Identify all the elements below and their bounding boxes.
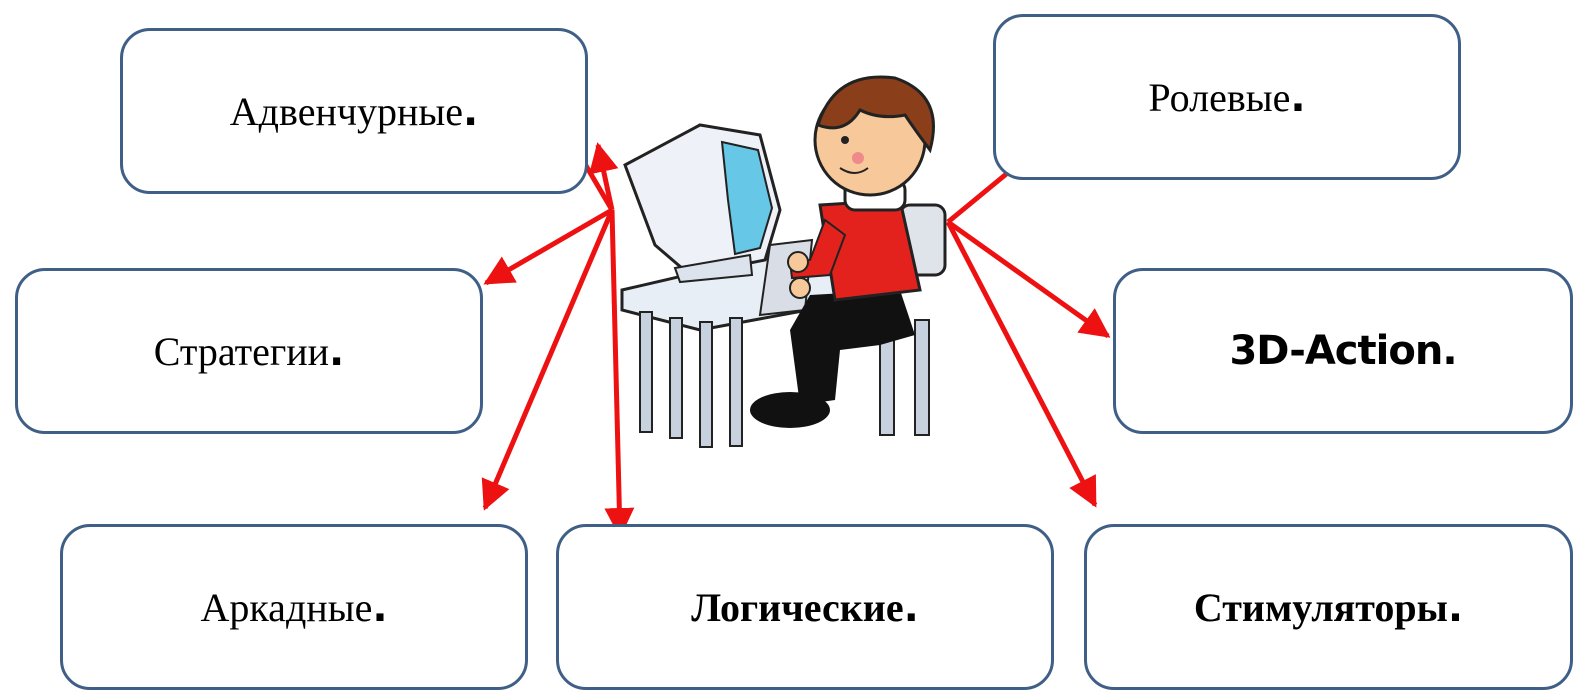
arrow-to-adventure-2 [589,142,619,211]
category-label: Логические. [691,584,919,631]
category-label: Аркадные. [200,584,388,631]
category-box-logic: Логические. [556,524,1054,690]
category-label: 3D-Action. [1229,328,1457,374]
arrow-to-arcade [481,209,615,511]
arrow-to-strategy [483,207,614,286]
category-label: Ролевые. [1148,74,1306,121]
category-label: Стратегии. [153,328,345,375]
category-label: Стимуляторы. [1193,584,1464,631]
category-box-3d-action: 3D-Action. [1113,268,1573,434]
category-box-arcade: Аркадные. [60,524,528,690]
boy-at-computer-icon [620,75,947,448]
category-label: Адвенчурные. [229,88,479,135]
category-box-simulators: Стимуляторы. [1084,524,1573,690]
category-box-strategy: Стратегии. [15,268,483,434]
category-box-roleplay: Ролевые. [993,14,1461,180]
arrow-to-logic [604,209,635,538]
category-box-adventure: Адвенчурные. [120,28,588,194]
arrows-right [945,136,1111,508]
arrow-to-3d-action [946,219,1111,339]
arrow-to-simulators [945,220,1098,508]
